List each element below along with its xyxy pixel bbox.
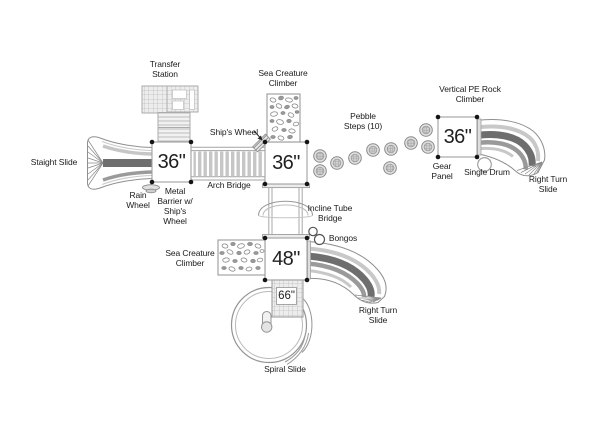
sea-creature-climber-top: [266, 93, 301, 143]
label-pebble-steps: Pebble Steps (10): [343, 111, 383, 132]
label-metal-barrier: Metal Barrier w/ Ship's Wheel: [157, 185, 193, 227]
label-sea-creature-climber-bottom: Sea Creature Climber: [165, 247, 215, 268]
label-vertical-pe-rock-climber: Vertical PE Rock Climber: [439, 84, 501, 105]
dim-left-deck: 36": [157, 151, 186, 173]
deck-66: [271, 279, 304, 318]
label-bongos: Bongos: [328, 232, 358, 243]
arch-bridge: [191, 146, 265, 181]
deck-48: [264, 237, 308, 281]
deck-right-36: [437, 116, 478, 158]
ships-wheel-element: [252, 130, 271, 153]
right-turn-slide-top: [476, 118, 546, 177]
dim-66-deck: 66": [278, 290, 295, 302]
label-ships-wheel: Ship's Wheel: [209, 126, 259, 137]
label-incline-tube-bridge: Incline Tube Bridge: [307, 202, 353, 223]
dim-48-deck: 48": [272, 248, 300, 270]
deck-post-dots: [149, 114, 480, 283]
label-straight-slide: Staight Slide: [30, 156, 78, 167]
incline-tube-bridge: [257, 183, 314, 239]
deck-left-36: [151, 141, 192, 183]
label-gear-panel: Gear Panel: [431, 161, 453, 182]
label-right-turn-slide-bottom: Right Turn Slide: [358, 304, 398, 325]
sea-creature-climber-bottom: [217, 239, 266, 276]
label-transfer-station: Transfer Station: [149, 59, 181, 80]
label-right-turn-slide-top: Right Turn Slide: [528, 174, 568, 195]
single-drum-element: [477, 157, 492, 172]
dim-middle-deck: 36": [272, 152, 300, 174]
rain-wheel-element: [142, 183, 160, 194]
label-single-drum: Single Drum: [464, 166, 510, 177]
label-sea-creature-climber-top: Sea Creature Climber: [258, 68, 308, 89]
label-spiral-slide: Spiral Slide: [264, 363, 306, 374]
pebble-steps: [313, 123, 435, 178]
label-rain-wheel: Rain Wheel: [126, 190, 150, 211]
right-turn-slide-bottom: [307, 240, 387, 304]
spiral-slide: [230, 286, 313, 365]
label-arch-bridge: Arch Bridge: [207, 179, 251, 190]
dim-right-deck: 36": [443, 126, 472, 148]
straight-slide: [87, 136, 153, 190]
transfer-station: [141, 85, 199, 143]
ships-wheel-arrow: [253, 130, 261, 139]
bongos-element: [308, 226, 326, 246]
